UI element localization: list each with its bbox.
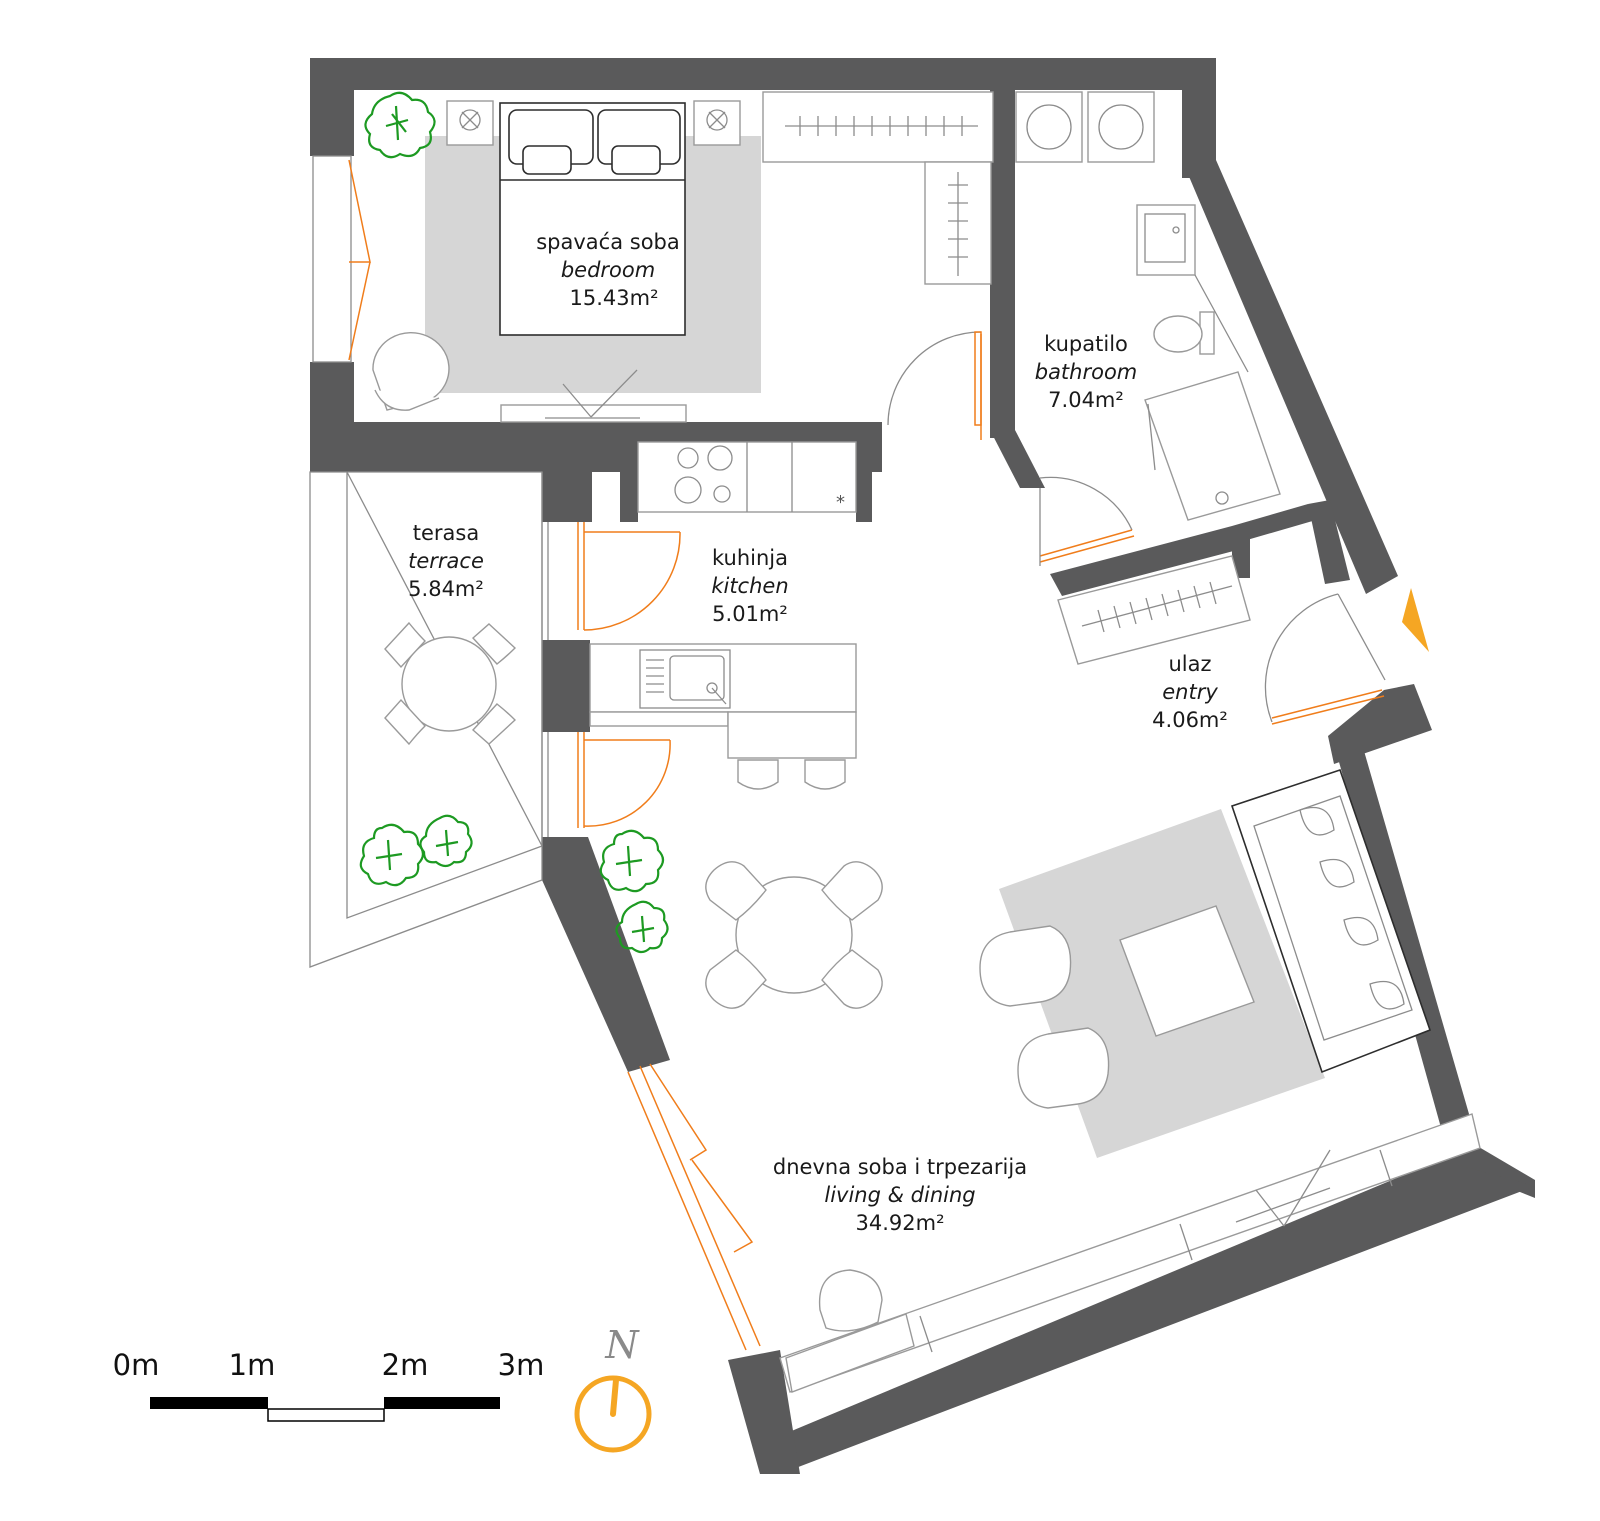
bar-stool [737, 759, 846, 790]
bathroom-name: kupatilo [1044, 332, 1128, 356]
armchair [979, 925, 1110, 1109]
plant-icon [599, 829, 669, 954]
washing-machine [1015, 91, 1083, 163]
bathroom-door [1039, 476, 1135, 566]
bathroom-label: kupatilo bathroom 7.04m² [1035, 332, 1138, 412]
living-label: dnevna soba i trpezarija living & dining… [773, 1155, 1027, 1235]
terrace-label: terasa terrace 5.84m² [408, 521, 484, 601]
desk-chair [785, 1269, 915, 1393]
living-window [627, 1063, 761, 1351]
scale-label-0: 0m [113, 1348, 160, 1382]
terrace-door-upper [547, 522, 681, 640]
nightstand-right [693, 100, 741, 146]
entry-name: ulaz [1168, 652, 1211, 676]
svg-text:*: * [836, 492, 845, 513]
bedroom-area: 15.43m² [570, 286, 659, 310]
sofa [1230, 768, 1432, 1074]
terrace-door-lower [547, 732, 671, 837]
entry-wardrobe [1057, 555, 1251, 665]
north-label: N [604, 1323, 640, 1367]
living-name: dnevna soba i trpezarija [773, 1155, 1027, 1179]
entry-area: 4.06m² [1152, 708, 1228, 732]
double-bed [499, 102, 686, 336]
scale-label-1: 1m [229, 1348, 276, 1382]
terrace-name-en: terrace [408, 549, 484, 573]
washbasin [1136, 204, 1196, 276]
bedroom-label: spavaća soba bedroom 15.43m² [536, 230, 680, 310]
living-name-en: living & dining [824, 1183, 975, 1207]
terrace-table [384, 621, 517, 746]
kitchen-label: kuhinja kitchen 5.01m² [711, 546, 788, 626]
shower [1144, 371, 1281, 521]
dining-table [705, 861, 883, 1009]
scale-label-3: 3m [498, 1348, 545, 1382]
cooktop-counter: * [637, 441, 857, 513]
bedroom-wardrobe [762, 91, 994, 285]
kitchen-island [589, 643, 857, 759]
entry-name-en: entry [1162, 680, 1218, 704]
bedroom-name-en: bedroom [561, 258, 655, 282]
coffee-table [1119, 905, 1255, 1037]
bedroom-armchair [372, 331, 450, 411]
compass-icon: N [574, 1323, 652, 1453]
scale-bar: 0m 1m 2m 3m [113, 1348, 545, 1422]
kitchen-name: kuhinja [712, 546, 788, 570]
kitchen-name-en: kitchen [711, 574, 788, 598]
entry-door [1264, 593, 1386, 725]
terrace-area: 5.84m² [408, 577, 484, 601]
entry-marker-icon [1402, 588, 1429, 652]
bedroom-door [887, 331, 982, 440]
living-area: 34.92m² [856, 1211, 945, 1235]
tv-bench [500, 369, 687, 423]
plant-icon [364, 91, 436, 159]
bathroom-name-en: bathroom [1035, 360, 1138, 384]
terrace-outline [309, 471, 543, 968]
bedroom-window [312, 155, 371, 363]
dryer [1087, 91, 1155, 163]
nightstand-left [446, 100, 494, 146]
terrace-name: terasa [413, 521, 479, 545]
kitchen-area: 5.01m² [712, 602, 788, 626]
toilet [1153, 311, 1215, 355]
bathroom-area: 7.04m² [1048, 388, 1124, 412]
plant-icon [359, 814, 473, 887]
walls [310, 58, 1535, 1474]
sideboard [779, 1113, 1481, 1393]
entry-label: ulaz entry 4.06m² [1152, 652, 1228, 732]
scale-label-2: 2m [382, 1348, 429, 1382]
bedroom-name: spavaća soba [536, 230, 680, 254]
